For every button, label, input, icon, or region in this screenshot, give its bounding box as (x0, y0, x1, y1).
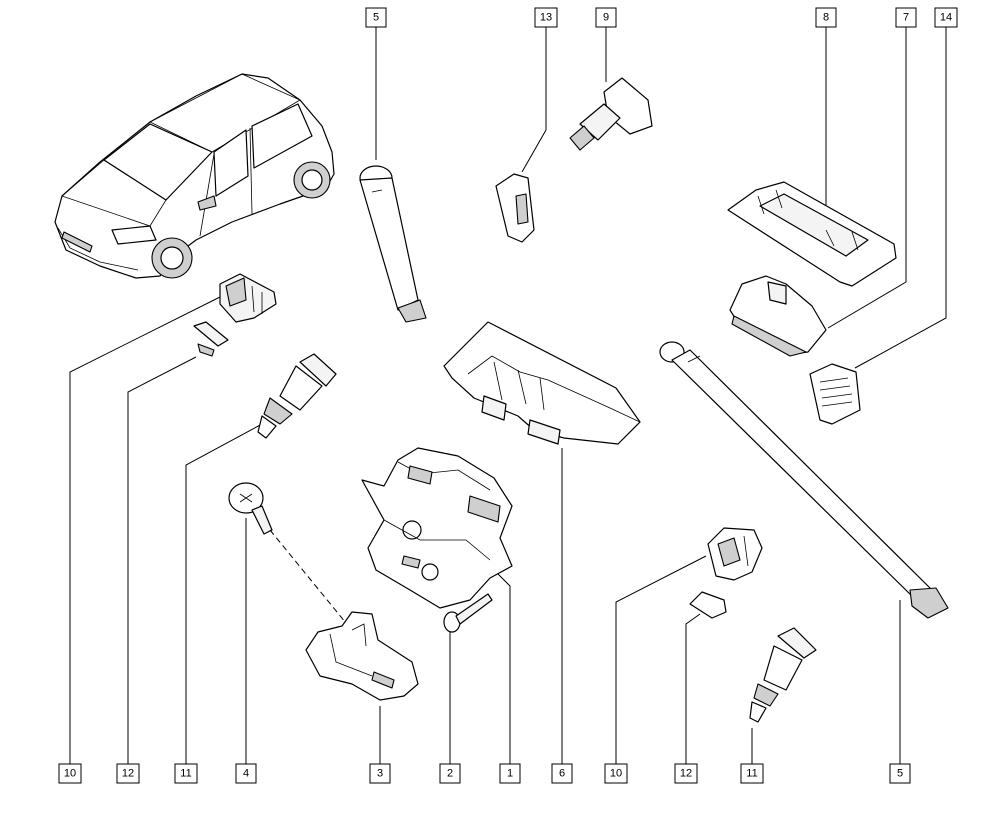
callout-bottom-10b: 10 (604, 763, 628, 784)
callout-label: 5 (897, 768, 903, 780)
callout-bottom-12a: 12 (116, 763, 140, 784)
part-14-cover (809, 363, 861, 425)
callout-top-14: 14 (934, 7, 958, 28)
callout-bottom-11a: 11 (174, 763, 198, 784)
gas-strut-icon (359, 165, 427, 323)
part-12-cap-right (689, 591, 727, 619)
part-9-lamp-socket (569, 77, 653, 151)
callout-label: 1 (507, 768, 513, 780)
part-2-bolt (443, 593, 493, 633)
part-4-screw (228, 482, 351, 629)
part-10-clip-right (707, 527, 763, 581)
callout-bottom-5: 5 (889, 763, 911, 784)
callout-label: 8 (823, 12, 829, 24)
part-12-cap-left (193, 321, 229, 357)
callout-label: 5 (373, 12, 379, 24)
callouts: 5 13 9 8 7 14 10 12 (58, 7, 958, 784)
part-13-trim (495, 173, 535, 243)
callout-label: 10 (64, 768, 76, 780)
callout-bottom-1: 1 (499, 763, 521, 784)
callout-bottom-11b: 11 (740, 763, 764, 784)
callout-label: 2 (447, 768, 453, 780)
callout-bottom-6: 6 (551, 763, 573, 784)
part-11-push-pin-left (257, 353, 337, 439)
callout-label: 14 (940, 12, 952, 24)
callout-bottom-10a: 10 (58, 763, 82, 784)
gas-strut-right (659, 341, 949, 619)
part-7-handle (729, 275, 827, 357)
callout-label: 4 (243, 768, 249, 780)
callout-top-5: 5 (365, 7, 387, 28)
callout-label: 13 (540, 12, 552, 24)
callout-bottom-2: 2 (439, 763, 461, 784)
part-11-push-pin-right (749, 627, 817, 723)
callout-label: 12 (122, 768, 134, 780)
callout-label: 12 (680, 768, 692, 780)
callout-top-8: 8 (815, 7, 837, 28)
callout-label: 11 (746, 768, 757, 780)
callout-bottom-12b: 12 (674, 763, 698, 784)
callout-top-9: 9 (595, 7, 617, 28)
leader-lines (69, 27, 947, 764)
callout-label: 6 (559, 768, 565, 780)
callout-label: 3 (377, 768, 383, 780)
part-6-bracket (443, 321, 641, 445)
callout-bottom-3: 3 (369, 763, 391, 784)
callout-top-7: 7 (895, 7, 917, 28)
tailgate-lock-icon (361, 447, 513, 609)
part-8-frame (727, 181, 897, 287)
callout-label: 9 (603, 12, 609, 24)
callout-label: 11 (180, 768, 191, 780)
part-10-clip-left (219, 273, 277, 323)
callout-top-13: 13 (534, 7, 558, 28)
part-3-striker-plate (305, 611, 419, 701)
hatchback-car-icon (54, 73, 335, 279)
callout-label: 7 (903, 12, 909, 24)
callout-bottom-4: 4 (235, 763, 257, 784)
callout-label: 10 (610, 768, 622, 780)
